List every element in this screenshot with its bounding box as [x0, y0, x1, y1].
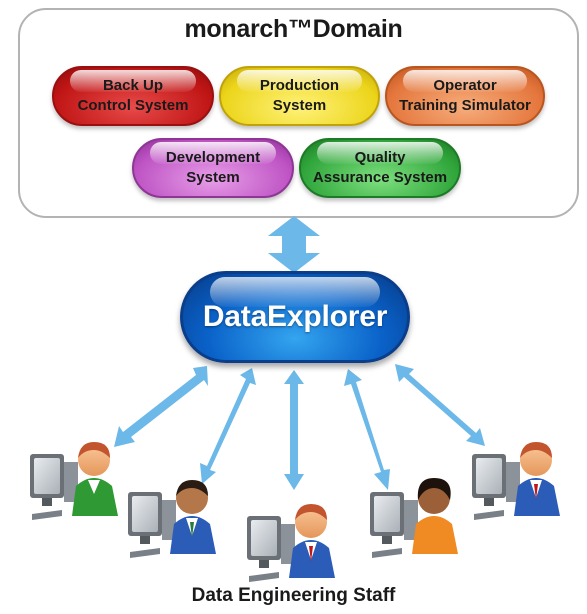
dataexplorer-label: DataExplorer [202, 300, 388, 333]
quality-assurance-system-pill: Quality Assurance System [299, 138, 461, 198]
data-engineering-staff-label: Data Engineering Staff [191, 585, 396, 606]
domain-title: monarch™Domain [184, 15, 403, 43]
staff-member-1-icon [30, 442, 118, 520]
quality-assurance-system-label: Quality Assurance System [312, 149, 448, 186]
arrow-staff-3 [284, 370, 304, 490]
arrow-staff-5 [395, 364, 485, 446]
production-system-pill: Production System [219, 66, 380, 126]
arrow-staff-2 [200, 368, 256, 484]
arrow-staff-1 [114, 366, 208, 447]
operator-training-simulator-pill: Operator Training Simulator [385, 66, 545, 126]
development-system-label: Development System [165, 149, 261, 186]
operator-training-simulator-label: Operator Training Simulator [399, 77, 531, 114]
production-system-label: Production System [259, 77, 340, 114]
dataexplorer-hub: DataExplorer [180, 271, 410, 363]
arrow-staff-4 [344, 369, 390, 490]
backup-control-system-pill: Back Up Control System [52, 66, 214, 126]
domain-hub-double-arrow-icon [268, 216, 320, 273]
backup-control-system-label: Back Up Control System [77, 77, 189, 114]
staff-member-2-icon [128, 480, 216, 558]
staff-member-5-icon [472, 442, 560, 520]
development-system-pill: Development System [132, 138, 294, 198]
staff-member-4-icon [370, 478, 458, 558]
staff-member-3-icon [247, 504, 335, 582]
